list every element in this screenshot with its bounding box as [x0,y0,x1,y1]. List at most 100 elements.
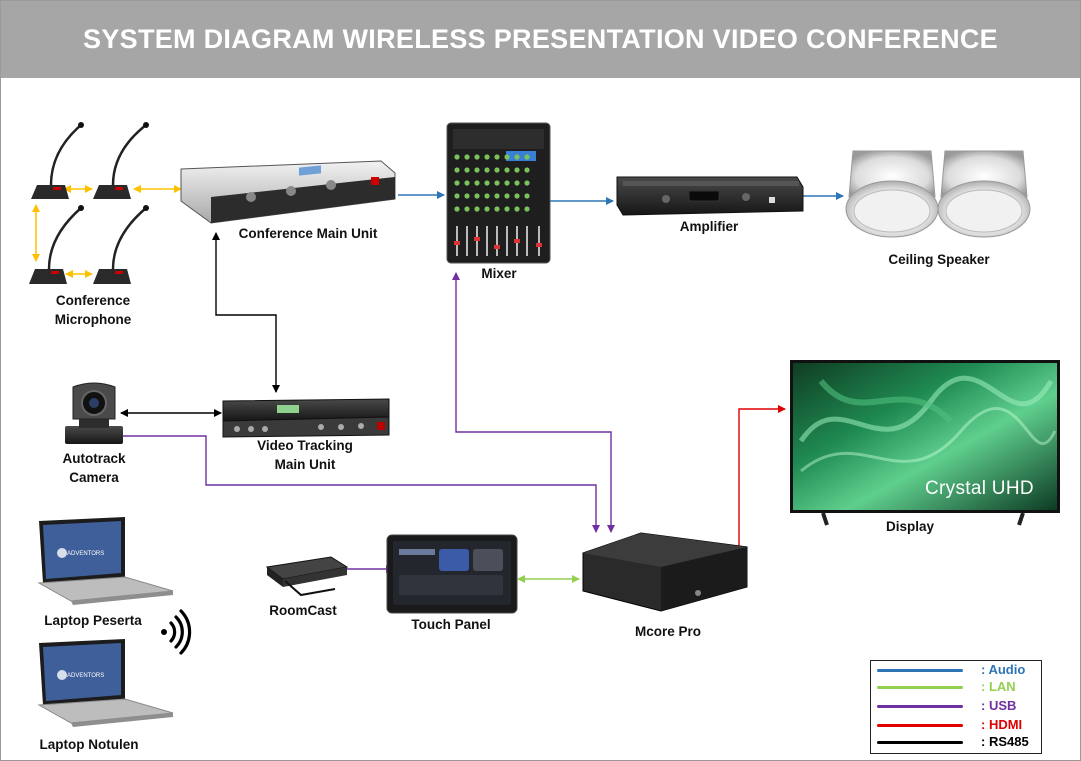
mixer-knob [514,206,520,212]
legend-swatch [877,705,963,708]
legend-label: : LAN [981,679,1016,694]
mic-unit [93,122,149,199]
mixer-knob [514,180,520,186]
conference-microphone-label: Conference Microphone [54,293,132,327]
mixer-knob [474,206,480,212]
rs485-links [120,232,280,417]
hdmi-mcore-to-display [738,405,786,553]
legend-label: : RS485 [981,734,1029,749]
mixer-knob [484,206,490,212]
mic-unit [93,205,149,284]
mixer-knob [504,193,510,199]
autotrack-camera-device [65,382,123,444]
laptop-peserta-device [37,517,174,605]
mixer-knob [494,193,500,199]
mic-unit [29,205,84,284]
mixer-knob [454,167,460,173]
legend-swatch [877,686,963,689]
video-tracking-main-unit-label: Video Tracking Main Unit [257,438,353,472]
mixer-knob [474,167,480,173]
legend-swatch [877,741,963,744]
usb-mixer-to-mcore [452,272,615,533]
mixer-knob [514,193,520,199]
title-bar: SYSTEM DIAGRAM WIRELESS PRESENTATION VID… [1,1,1080,78]
amplifier-device [616,176,804,216]
display-brand-text: Crystal UHD [925,478,1034,499]
mixer-label: Mixer [481,266,517,281]
mcore-pro-label: Mcore Pro [634,624,702,639]
laptop-notulen-label: Laptop Notulen [39,737,139,752]
mixer-knob [484,154,490,160]
speaker-unit [845,150,939,238]
mixer-knob [484,180,490,186]
conference-main-unit-device [180,160,396,224]
laptop-notulen-device [37,639,174,727]
legend-label: : HDMI [981,717,1023,732]
audio-links [398,191,844,205]
wireless-signal-icon [161,609,192,655]
usb-camera-to-mcore [121,435,600,533]
mixer-knob [524,154,530,160]
laptop-screen-logo: ADVENTORS [67,551,105,557]
diagram-title: SYSTEM DIAGRAM WIRELESS PRESENTATION VID… [83,24,998,54]
mixer-device [446,122,551,264]
mixer-knob [504,180,510,186]
mixer-knob [504,206,510,212]
autotrack-camera-label: Autotrack Camera [62,451,126,485]
conference-main-unit-label: Conference Main Unit [238,226,378,241]
mixer-knob [464,167,470,173]
conference-microphones [29,122,149,284]
legend-item-lan: : LAN [871,678,1041,696]
ceiling-speaker-devices [845,150,1031,238]
mixer-knob [484,167,490,173]
roomcast-label: RoomCast [269,603,337,618]
mixer-knob [474,180,480,186]
mixer-knob [524,206,530,212]
mixer-knob [464,206,470,212]
mixer-knob [494,180,500,186]
legend-swatch [877,724,963,727]
laptop-peserta-label: Laptop Peserta [44,613,142,628]
legend: : Audio : LAN : USB : HDMI : RS485 [870,660,1042,754]
legend-label: : USB [981,698,1017,713]
mixer-knob [524,193,530,199]
mixer-knob [454,206,460,212]
mixer-knob [464,193,470,199]
mixer-knob [494,167,500,173]
mixer-knob [464,180,470,186]
mixer-knob [454,193,460,199]
legend-label: : Audio [981,662,1026,677]
legend-item-rs485: : RS485 [871,733,1041,751]
mic-unit [31,122,84,199]
mixer-knob [494,154,500,160]
touch-panel-label: Touch Panel [411,617,491,632]
touch-panel-device [386,534,518,614]
legend-item-hdmi: : HDMI [871,716,1041,734]
mixer-knob [504,154,510,160]
mixer-knob [524,167,530,173]
mixer-knob [474,154,480,160]
mixer-knob [514,167,520,173]
display-label: Display [885,519,935,534]
mixer-knob [524,180,530,186]
mic-links [32,185,182,278]
laptop-screen-logo: ADVENTORS [67,673,105,679]
video-tracking-main-unit-device [222,398,390,438]
mixer-knob [474,193,480,199]
legend-item-usb: : USB [871,697,1041,715]
mcore-pro-device [582,532,748,612]
mixer-knob [454,154,460,160]
display-device [790,360,1060,526]
legend-item-audio: : Audio [871,661,1041,679]
mixer-knob [504,167,510,173]
amplifier-label: Amplifier [679,219,739,234]
mixer-knob [494,206,500,212]
roomcast-device [265,556,349,597]
rs485-main-to-tracking [212,232,280,393]
mixer-knob [454,180,460,186]
mixer-knob [514,154,520,160]
legend-swatch [877,669,963,672]
speaker-unit [937,150,1031,238]
